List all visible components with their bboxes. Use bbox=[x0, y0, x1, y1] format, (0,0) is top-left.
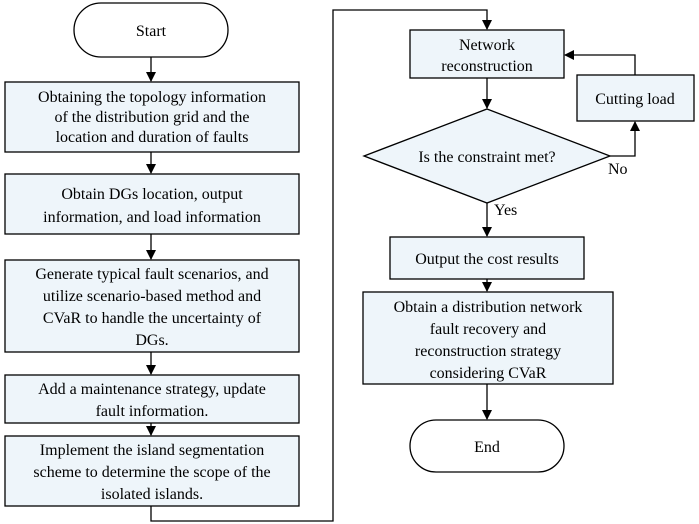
island-box: Implement the island segmentation scheme… bbox=[4, 435, 300, 507]
strategy-line-3: reconstruction strategy bbox=[415, 343, 561, 360]
maintenance-line-2: fault information. bbox=[96, 403, 209, 420]
topology-line-1: Obtaining the topology information bbox=[38, 89, 266, 106]
start-terminal: Start bbox=[73, 2, 229, 58]
end-label: End bbox=[474, 439, 500, 456]
island-line-2: scheme to determine the scope of the bbox=[33, 464, 270, 481]
scenarios-line-1: Generate typical fault scenarios, and bbox=[35, 266, 268, 283]
edge-label-yes: Yes bbox=[494, 202, 517, 219]
topology-line-3: location and duration of faults bbox=[56, 129, 249, 146]
reconstruction-line-1: Network bbox=[459, 37, 515, 54]
scenarios-box: Generate typical fault scenarios, and ut… bbox=[4, 259, 300, 353]
reconstruction-line-2: reconstruction bbox=[441, 58, 533, 75]
strategy-line-4: considering CVaR bbox=[430, 365, 547, 382]
topology-box: Obtaining the topology information of th… bbox=[4, 81, 300, 153]
end-terminal: End bbox=[409, 419, 565, 473]
scenarios-line-2: utilize scenario-based method and bbox=[43, 288, 261, 305]
cutting-load-label: Cutting load bbox=[595, 91, 675, 108]
dgs-box: Obtain DGs location, output information,… bbox=[4, 173, 300, 235]
arrow-island-reconstruction bbox=[150, 9, 492, 522]
arrow-constraint-cutting bbox=[610, 121, 640, 157]
maintenance-box: Add a maintenance strategy, update fault… bbox=[4, 374, 300, 424]
strategy-line-2: fault recovery and bbox=[430, 321, 546, 338]
strategy-box: Obtain a distribution network fault reco… bbox=[362, 291, 614, 385]
dgs-line-2: information, and load information bbox=[43, 209, 261, 226]
edge-label-no: No bbox=[608, 161, 628, 178]
strategy-line-1: Obtain a distribution network bbox=[394, 299, 583, 316]
constraint-label: Is the constraint met? bbox=[418, 149, 555, 166]
reconstruction-box: Network reconstruction bbox=[409, 29, 565, 79]
constraint-decision: Is the constraint met? bbox=[362, 108, 612, 204]
topology-line-2: of the distribution grid and the bbox=[54, 109, 249, 126]
island-line-3: isolated islands. bbox=[101, 486, 203, 503]
scenarios-line-3: CVaR to handle the uncertainty of bbox=[43, 310, 262, 327]
start-label: Start bbox=[136, 23, 167, 40]
output-box: Output the cost results bbox=[389, 236, 585, 280]
island-line-1: Implement the island segmentation bbox=[40, 442, 264, 459]
scenarios-line-4: DGs. bbox=[135, 332, 168, 349]
output-label: Output the cost results bbox=[415, 251, 559, 268]
dgs-line-1: Obtain DGs location, output bbox=[61, 186, 243, 203]
arrow-cutting-reconstruction bbox=[564, 50, 636, 75]
maintenance-line-1: Add a maintenance strategy, update bbox=[38, 381, 266, 398]
cutting-load-box: Cutting load bbox=[576, 74, 695, 122]
